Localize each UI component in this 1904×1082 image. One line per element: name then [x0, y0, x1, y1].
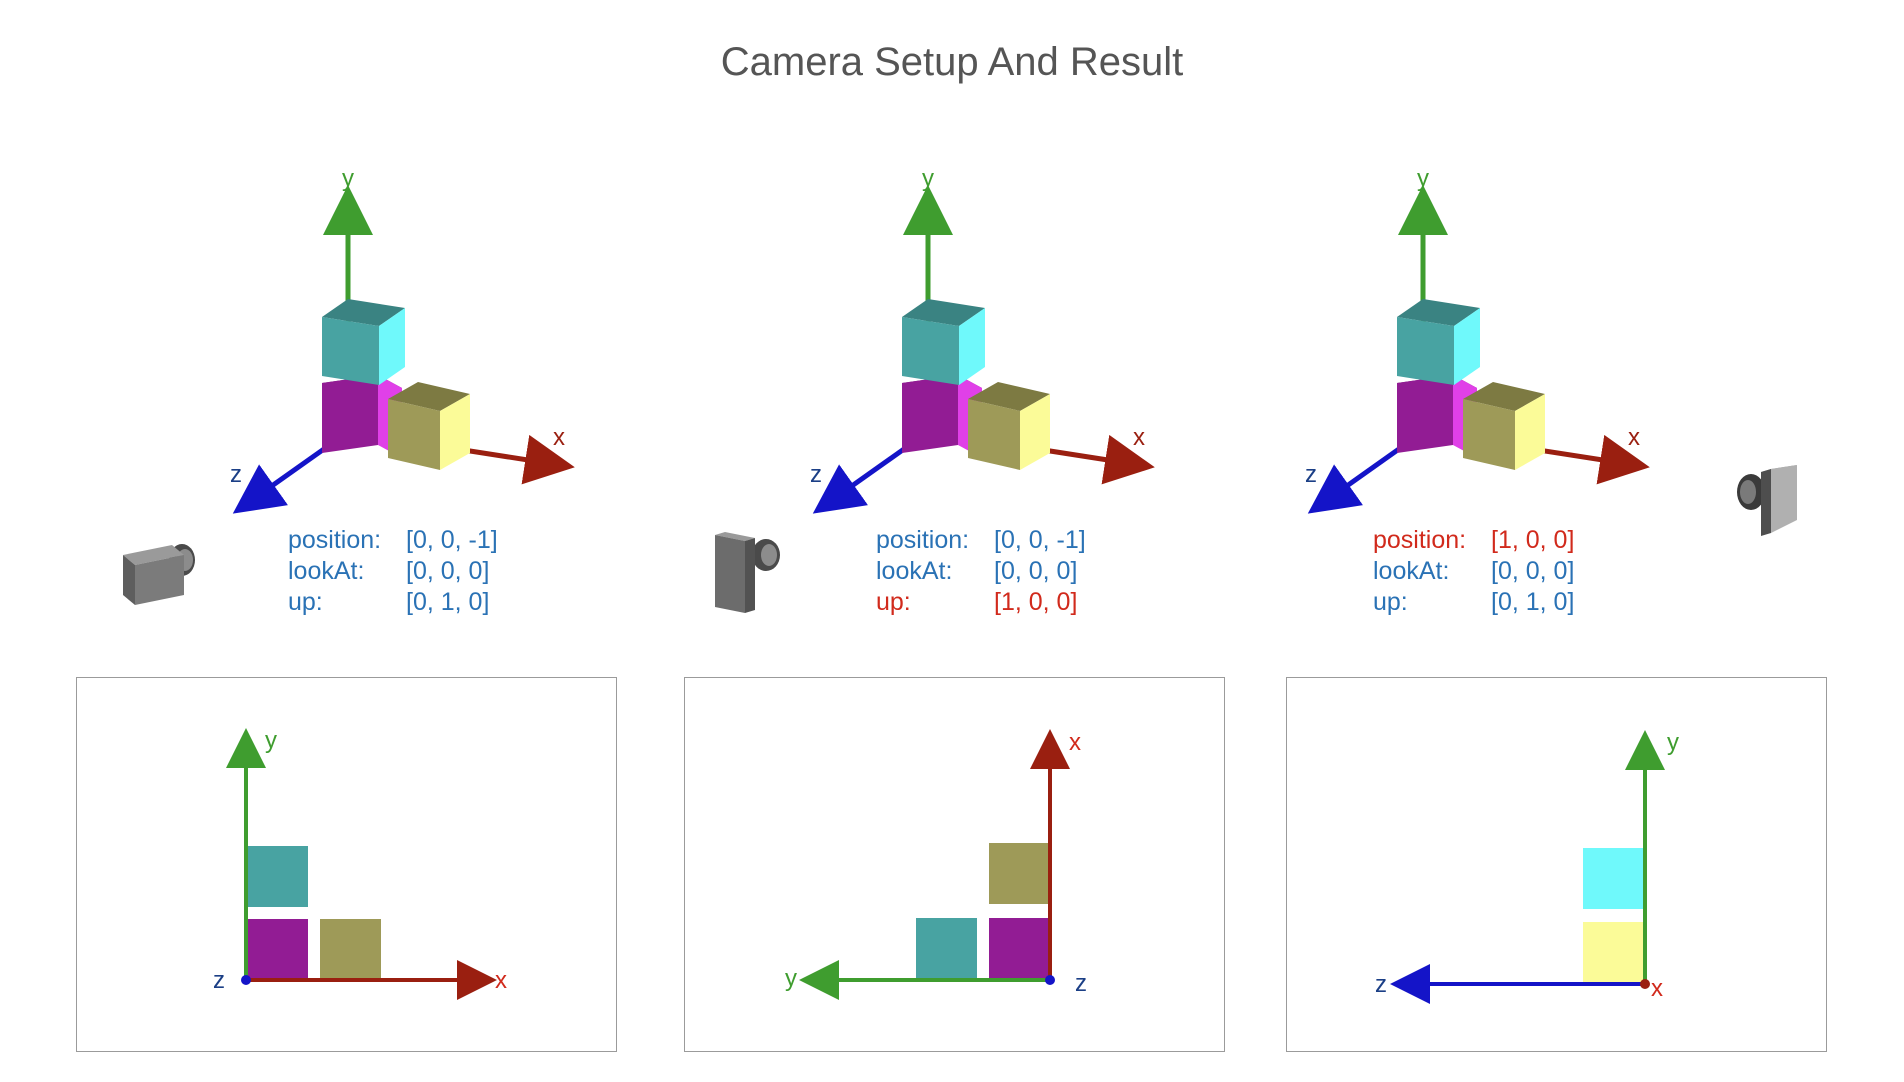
up-row: up: [0, 1, 0]	[288, 587, 498, 618]
yellow-square	[1583, 922, 1644, 983]
result-3-diagram: y z x	[1375, 729, 1679, 1004]
olive-cube	[968, 382, 1050, 470]
up-value: [0, 1, 0]	[1491, 588, 1575, 616]
up-label: up:	[288, 588, 323, 616]
setup-scene-3: y x z position: [1, 0, 0] lookAt: [0, 0, 0…	[1195, 150, 1815, 650]
x-axis-label: x	[1133, 424, 1145, 451]
position-value: [1, 0, 0]	[1491, 526, 1575, 554]
result-view-1: y x z	[76, 677, 617, 1052]
depth-axis-dot	[241, 975, 251, 985]
lookat-row: lookAt: [0, 0, 0]	[288, 556, 498, 587]
lookat-label: lookAt:	[876, 557, 953, 585]
camera-params-3: position: [1, 0, 0] lookAt: [0, 0, 0] up: […	[1373, 525, 1574, 618]
vertical-axis-label: y	[1667, 729, 1679, 756]
vertical-axis-label: y	[265, 727, 277, 754]
y-axis-label: y	[922, 165, 934, 192]
lookat-value: [0, 0, 0]	[1491, 557, 1575, 585]
olive-square	[989, 843, 1050, 904]
result-1-diagram: y x z	[213, 727, 507, 1000]
position-label: position:	[288, 526, 382, 554]
horizontal-axis-label: z	[1375, 971, 1387, 998]
camera-icon	[715, 532, 780, 613]
position-row: position: [1, 0, 0]	[1373, 525, 1574, 556]
position-row: position: [0, 0, -1]	[876, 525, 1086, 556]
depth-axis-dot	[1045, 975, 1055, 985]
z-axis-label: z	[230, 461, 242, 488]
z-axis-label: z	[810, 461, 822, 488]
lookat-label: lookAt:	[288, 557, 365, 585]
cyan-square	[916, 918, 977, 979]
horizontal-axis-label: x	[495, 967, 507, 994]
olive-cube	[388, 382, 470, 470]
depth-axis-label: z	[1075, 970, 1087, 997]
cyan-cube	[322, 299, 405, 385]
scene-2-diagram: y x z	[715, 165, 1155, 613]
lookat-row: lookAt: [0, 0, 0]	[876, 556, 1086, 587]
olive-square	[320, 919, 381, 980]
camera-icon	[1737, 465, 1797, 536]
scene-3-diagram: y x z	[1305, 165, 1797, 536]
up-row: up: [0, 1, 0]	[1373, 587, 1574, 618]
horizontal-axis-label: y	[785, 965, 797, 992]
camera-params-2: position: [0, 0, -1] lookAt: [0, 0, 0] up:…	[876, 525, 1086, 618]
result-view-3: y z x	[1286, 677, 1827, 1052]
position-value: [0, 0, -1]	[406, 526, 498, 554]
up-label: up:	[876, 588, 911, 616]
setup-scene-2: y x z position: [0, 0, -1] lookAt: [0, 0, …	[700, 150, 1320, 650]
position-label: position:	[1373, 526, 1467, 554]
camera-params-1: position: [0, 0, -1] lookAt: [0, 0, 0] up:…	[288, 525, 498, 618]
up-label: up:	[1373, 588, 1408, 616]
y-axis-label: y	[1417, 165, 1429, 192]
lookat-label: lookAt:	[1373, 557, 1450, 585]
lookat-row: lookAt: [0, 0, 0]	[1373, 556, 1574, 587]
position-value: [0, 0, -1]	[994, 526, 1086, 554]
cyan-cube	[1397, 299, 1480, 385]
magenta-square	[989, 918, 1050, 979]
cyan-square	[1583, 848, 1644, 909]
up-row: up: [1, 0, 0]	[876, 587, 1086, 618]
x-axis-label: x	[1628, 424, 1640, 451]
lookat-value: [0, 0, 0]	[406, 557, 490, 585]
lookat-value: [0, 0, 0]	[994, 557, 1078, 585]
result-2-diagram: x y z	[785, 729, 1087, 1000]
y-axis-label: y	[342, 165, 354, 192]
x-axis-label: x	[553, 424, 565, 451]
cyan-square	[247, 846, 308, 907]
z-axis-label: z	[1305, 461, 1317, 488]
up-value: [1, 0, 0]	[994, 588, 1078, 616]
position-row: position: [0, 0, -1]	[288, 525, 498, 556]
depth-axis-label: x	[1651, 975, 1663, 1002]
setup-scene-1: y x z position: [0, 0, -1] lookAt: [0, 0, …	[120, 150, 740, 650]
vertical-axis-label: x	[1069, 729, 1081, 756]
camera-icon	[123, 544, 195, 605]
cyan-cube	[902, 299, 985, 385]
result-view-2: x y z	[684, 677, 1225, 1052]
depth-axis-dot	[1640, 979, 1650, 989]
scene-1-diagram: y x z	[123, 165, 575, 605]
page-title: Camera Setup And Result	[720, 40, 1184, 84]
olive-cube	[1463, 382, 1545, 470]
position-label: position:	[876, 526, 970, 554]
magenta-square	[247, 919, 308, 980]
up-value: [0, 1, 0]	[406, 588, 490, 616]
depth-axis-label: z	[213, 967, 225, 994]
